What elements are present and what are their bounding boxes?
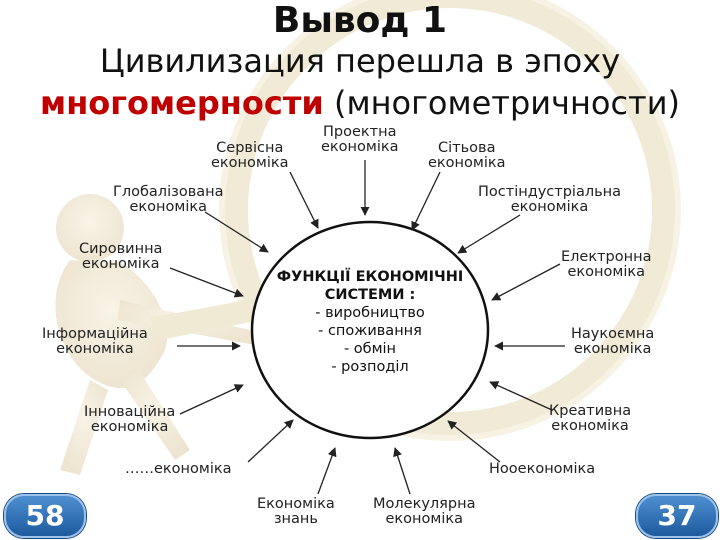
node-line: Інформаційна — [42, 326, 148, 342]
node-line: Сервісна — [216, 140, 284, 156]
arrow — [179, 384, 244, 415]
arrows-group — [169, 160, 565, 495]
center-title-line2: СИСТЕМИ : — [324, 287, 416, 303]
node-line: Електронна — [561, 249, 652, 265]
node-line: економіка — [567, 264, 645, 280]
node-line: Постіндустріальна — [478, 184, 622, 200]
arrow — [393, 447, 411, 495]
arrow — [411, 171, 441, 231]
node-line: економіка — [90, 419, 169, 435]
accent-rest: (многометричности) — [323, 84, 680, 122]
page-title: Вывод 1 — [272, 0, 448, 41]
node-line: Креативна — [549, 403, 632, 419]
center-functions: ФУНКЦІЇ ЕКОНОМІЧНІ СИСТЕМИ : - виробницт… — [258, 268, 482, 376]
node-line: економіка — [573, 341, 652, 357]
node-line: Інноваційна — [84, 404, 176, 420]
node-line: економіка — [129, 199, 207, 215]
arrow — [491, 263, 561, 301]
subtitle-line-accent: многомерности (многометричности) — [0, 84, 720, 122]
arrow — [457, 214, 521, 254]
node-etc: ……економіка — [125, 462, 232, 477]
subtitle-line: Цивилизация перешла в эпоху — [99, 42, 621, 80]
accent-word: многомерности — [40, 84, 324, 122]
node-line: ……економіка — [125, 461, 232, 477]
function-item: - виробництво — [315, 305, 425, 321]
node-line: Економіка — [257, 496, 335, 512]
arrow — [317, 447, 337, 495]
function-item: - розподіл — [331, 359, 409, 375]
node-line: економіка — [385, 511, 463, 527]
center-title-line1: ФУНКЦІЇ ЕКОНОМІЧНІ — [276, 269, 464, 285]
node-line: Сітьова — [438, 140, 496, 156]
node-line: Глобалізована — [113, 184, 224, 200]
node-line: Молекулярна — [373, 496, 476, 512]
function-item: - обмін — [343, 341, 397, 357]
arrow — [169, 267, 244, 298]
node-line: Наукоємна — [571, 326, 655, 342]
function-item: - споживання — [318, 323, 422, 339]
node-line: економіка — [81, 256, 160, 272]
node-line: Проектна — [323, 124, 397, 140]
center-circle — [250, 220, 490, 440]
arrow — [489, 381, 553, 411]
node-line: Нооекономіка — [489, 461, 596, 477]
arrow — [247, 419, 294, 463]
node-line: економіка — [428, 155, 506, 171]
node-nooekonomika: Нооекономіка — [489, 462, 595, 477]
node-line: економіка — [321, 139, 399, 155]
node-line: економіка — [510, 199, 589, 215]
arrow — [204, 211, 269, 253]
node-line: економіка — [551, 418, 629, 434]
page-number-badge-right: 37 — [636, 494, 718, 538]
arrow — [289, 171, 319, 229]
node-line: економіка — [56, 341, 134, 357]
arrow — [447, 420, 501, 463]
node-line: знань — [273, 511, 318, 527]
node-line: Сировинна — [79, 241, 163, 257]
page-number-badge-left: 58 — [4, 494, 86, 538]
node-line: економіка — [211, 155, 289, 171]
